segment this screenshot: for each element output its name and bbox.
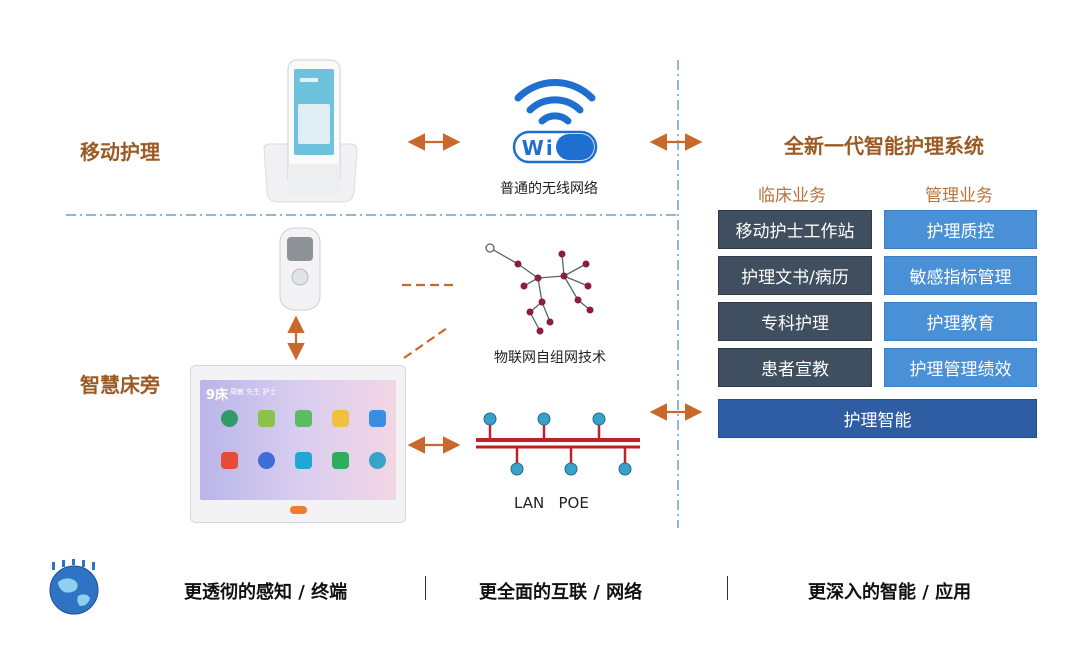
app-icon[interactable] — [295, 410, 312, 427]
tablet-patient-info: 周敏 先生 护士 — [230, 388, 277, 396]
tablet-bed-label: 9床 — [206, 388, 229, 403]
nursing-intelligence-bar: 护理智能 — [718, 399, 1037, 438]
lan-poe-network-icon — [476, 412, 640, 476]
slogan-separator — [425, 576, 426, 600]
app-icon[interactable] — [295, 452, 312, 469]
system-title: 全新一代智能护理系统 — [784, 134, 984, 158]
tablet-home-button[interactable] — [290, 506, 307, 514]
lan-poe-caption: LAN POE — [514, 494, 589, 512]
app-icon[interactable] — [332, 410, 349, 427]
management-item-performance: 护理管理绩效 — [884, 348, 1037, 387]
app-icon[interactable] — [369, 410, 386, 427]
management-item-nursing-education: 护理教育 — [884, 302, 1037, 341]
iot-mesh-icon — [485, 243, 594, 335]
app-icon[interactable] — [369, 452, 386, 469]
wifi-caption: 普通的无线网络 — [500, 181, 598, 197]
app-icon[interactable] — [221, 410, 238, 427]
iot-caption: 物联网自组网技术 — [494, 350, 606, 366]
slogan-perception: 更透彻的感知 / 终端 — [184, 582, 348, 603]
slogan-separator — [727, 576, 728, 600]
wifi-icon — [512, 79, 598, 164]
clinical-item-mobile-workstation: 移动护士工作站 — [718, 210, 872, 249]
handheld-scanner-image — [279, 227, 321, 311]
app-icon[interactable] — [258, 452, 275, 469]
app-icon[interactable] — [221, 452, 238, 469]
app-icon[interactable] — [332, 452, 349, 469]
slogan-application: 更深入的智能 / 应用 — [808, 582, 972, 603]
slogan-network: 更全面的互联 / 网络 — [479, 582, 643, 603]
smart-bedside-label: 智慧床旁 — [80, 373, 160, 397]
wifi-logo-text: Wi Fi — [521, 136, 589, 160]
clinical-item-specialty-nursing: 专科护理 — [718, 302, 872, 341]
management-column-title: 管理业务 — [925, 186, 993, 206]
clinical-column-title: 临床业务 — [758, 186, 826, 206]
clinical-item-nursing-documents: 护理文书/病历 — [718, 256, 872, 295]
clinical-item-patient-education: 患者宣教 — [718, 348, 872, 387]
tablet-screen: 9床 周敏 先生 护士 — [200, 380, 396, 500]
management-item-quality-control: 护理质控 — [884, 210, 1037, 249]
handheld-pda-image — [263, 59, 358, 203]
management-item-sensitive-indicators: 敏感指标管理 — [884, 256, 1037, 295]
mobile-nursing-label: 移动护理 — [80, 140, 160, 164]
app-icon[interactable] — [258, 410, 275, 427]
bedside-tablet: 9床 周敏 先生 护士 — [190, 365, 406, 523]
globe-logo-icon — [49, 559, 99, 615]
